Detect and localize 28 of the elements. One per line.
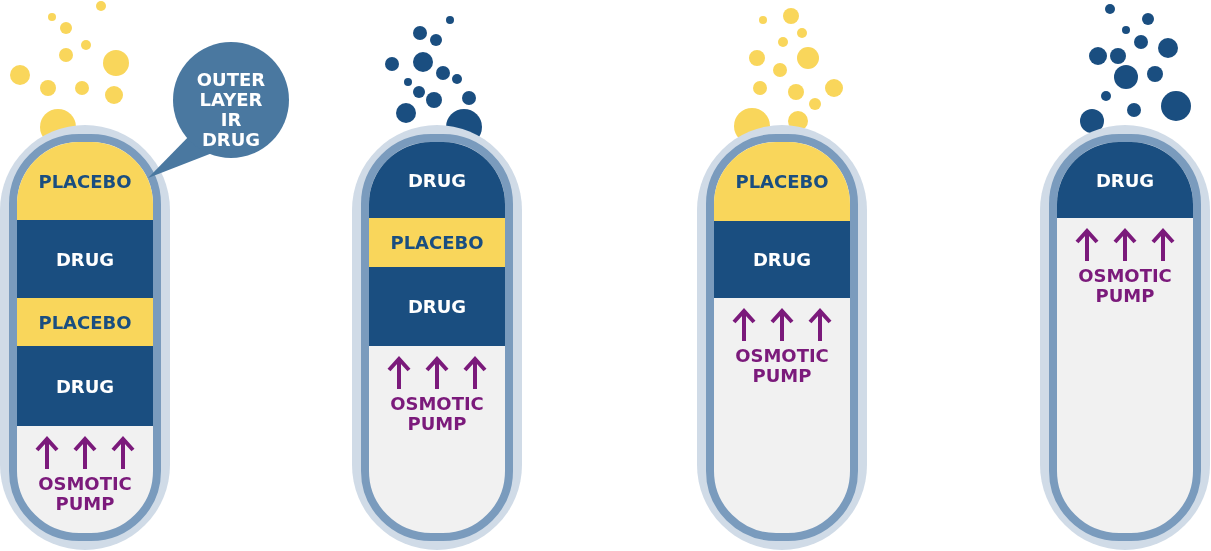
pump-label: OSMOTIC PUMP: [1077, 266, 1173, 306]
layer-label: PLACEBO: [38, 170, 132, 192]
layer-label: DRUG: [55, 248, 115, 270]
layer-label: DRUG: [752, 249, 812, 270]
capsule: [352, 125, 522, 550]
layer-label: DRUG: [55, 375, 115, 397]
layer-label: PLACEBO: [735, 171, 829, 192]
drug-layer: [17, 220, 153, 298]
layer-label: PLACEBO: [390, 232, 484, 253]
capsule: [1040, 125, 1210, 550]
capsule: [0, 125, 170, 550]
layer-label: DRUG: [407, 169, 467, 191]
pump-label: OSMOTIC PUMP: [389, 394, 485, 434]
drug-layer: [369, 267, 505, 346]
placebo-layer: [17, 142, 153, 220]
layer-label: DRUG: [407, 296, 467, 317]
drug-layer: [17, 346, 153, 426]
layer-label: DRUG: [1095, 169, 1155, 191]
placebo-layer: [714, 142, 850, 221]
layer-label: PLACEBO: [38, 311, 132, 333]
drug-layer: [1057, 142, 1193, 218]
drug-layer: [369, 142, 505, 218]
pump-label: OSMOTIC PUMP: [37, 474, 133, 514]
capsule: [697, 125, 867, 550]
drug-layer: [714, 221, 850, 298]
placebo-layer: [369, 218, 505, 267]
placebo-layer: [17, 298, 153, 346]
pump-label: OSMOTIC PUMP: [734, 346, 830, 386]
